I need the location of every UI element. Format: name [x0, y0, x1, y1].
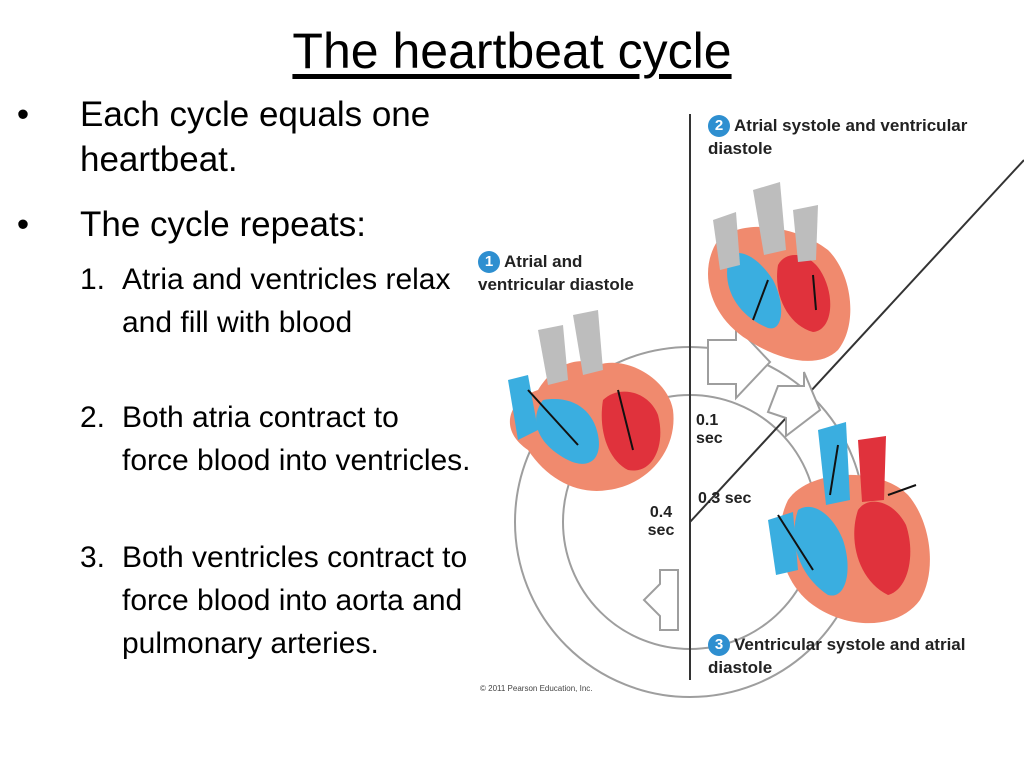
step-number: 2.: [79, 401, 105, 434]
slide-title: The heartbeat cycle: [292, 23, 732, 79]
step-text: Both ventricles contract to force blood …: [122, 541, 468, 660]
bullet-text: Each cycle equals one heartbeat.: [80, 95, 431, 179]
cycle-arrow-icon: [766, 371, 822, 439]
phase-label-line: diastole: [708, 139, 773, 158]
phase-divider: [689, 159, 1024, 523]
duration-unit: sec: [647, 522, 675, 539]
bullet-marker: •: [16, 95, 30, 134]
duration-label: 0.1 sec: [696, 412, 723, 448]
cycle-arrow-icon: [707, 323, 772, 401]
step-number: 3.: [79, 541, 105, 574]
step-badge: 3: [708, 634, 730, 656]
step-text: Atria and ventricles relax and fill with…: [122, 263, 451, 339]
duration-value: 0.3 sec: [698, 490, 752, 507]
phase-label-line: Atrial systole and ventricular: [734, 116, 968, 135]
phase-label-line: Atrial and: [504, 252, 583, 271]
step-number: 1.: [79, 263, 105, 296]
duration-value: 0.1: [696, 412, 719, 429]
bullet-text: The cycle repeats:: [80, 205, 366, 244]
step-badge: 2: [708, 115, 730, 137]
step-text: Both atria contract to force blood into …: [122, 401, 471, 477]
copyright-text: © 2011 Pearson Education, Inc.: [480, 684, 593, 693]
duration-unit: sec: [696, 430, 723, 447]
phase-label-line: diastole: [708, 658, 773, 677]
cycle-arrow-icon: [642, 569, 679, 631]
duration-label: 0.3 sec: [698, 490, 751, 508]
bullet-marker: •: [16, 205, 30, 244]
duration-label: 0.4 sec: [640, 504, 682, 540]
step-badge: 1: [478, 251, 500, 273]
duration-value: 0.4: [649, 504, 673, 521]
heart-illustration: [708, 182, 851, 361]
phase-label-line: ventricular diastole: [478, 275, 634, 294]
cycle-illustration: [508, 114, 1024, 698]
phase-label-line: Ventricular systole and atrial: [734, 635, 966, 654]
heart-illustration: [768, 422, 930, 624]
heart-illustration: [508, 310, 674, 491]
